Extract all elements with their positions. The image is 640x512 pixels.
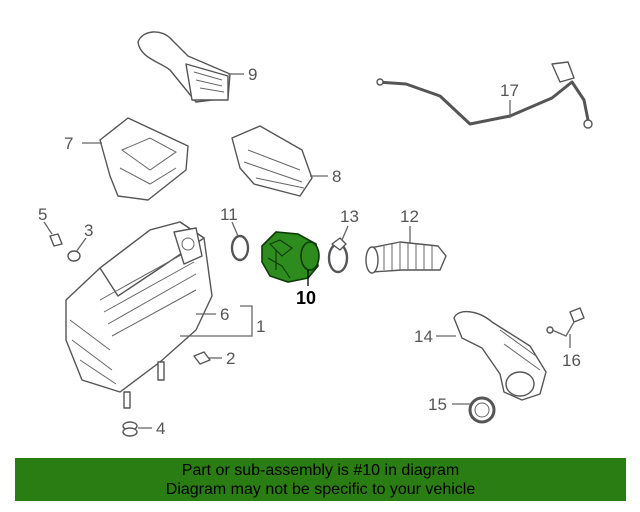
callout-11: 11 (220, 205, 238, 224)
part-9-intake-duct (137, 31, 231, 103)
part-13-clamp (327, 237, 349, 274)
part-5-bolt (49, 233, 63, 247)
banner-line-1: Part or sub-assembly is #10 in diagram (181, 462, 460, 479)
callout-14: 14 (414, 327, 433, 346)
banner-line-2: Diagram may not be specific to your vehi… (165, 481, 476, 498)
parts-diagram: 9 7 8 17 5 3 11 10 (38, 31, 593, 438)
leader-1 (180, 305, 253, 337)
callout-9: 9 (248, 65, 257, 84)
part-11-seal (230, 234, 250, 262)
callout-3: 3 (84, 221, 93, 240)
callout-2: 2 (226, 349, 235, 368)
part-4-grommet (122, 421, 138, 437)
leader-3 (75, 237, 87, 253)
leader-5 (43, 221, 53, 235)
part-8-duct (231, 125, 313, 197)
part-17-hose (376, 61, 593, 129)
callout-5: 5 (38, 205, 47, 224)
part-14-elbow-duct (453, 311, 547, 401)
callout-1: 1 (256, 317, 265, 336)
callout-13: 13 (340, 207, 359, 226)
notice-banner: Part or sub-assembly is #10 in diagram D… (15, 458, 626, 501)
callout-8: 8 (332, 167, 341, 186)
callout-6: 6 (220, 305, 229, 324)
callout-15: 15 (428, 395, 447, 414)
callout-12: 12 (400, 207, 419, 226)
part-1-air-cleaner-housing (65, 221, 213, 409)
part-10-mass-air-flow-sensor (261, 231, 320, 283)
callout-16: 16 (562, 351, 581, 370)
part-12-intake-hose (365, 241, 447, 274)
callout-4: 4 (156, 419, 165, 438)
part-15-gasket (468, 396, 496, 424)
leader-13 (341, 225, 349, 241)
part-7-cover (99, 117, 189, 201)
part-2-clip (193, 351, 211, 365)
part-3-grommet (67, 250, 81, 262)
leader-11 (231, 221, 239, 237)
part-16-bolt (546, 307, 585, 337)
callout-7: 7 (64, 134, 73, 153)
callout-10: 10 (296, 288, 316, 308)
callout-17: 17 (500, 81, 519, 100)
